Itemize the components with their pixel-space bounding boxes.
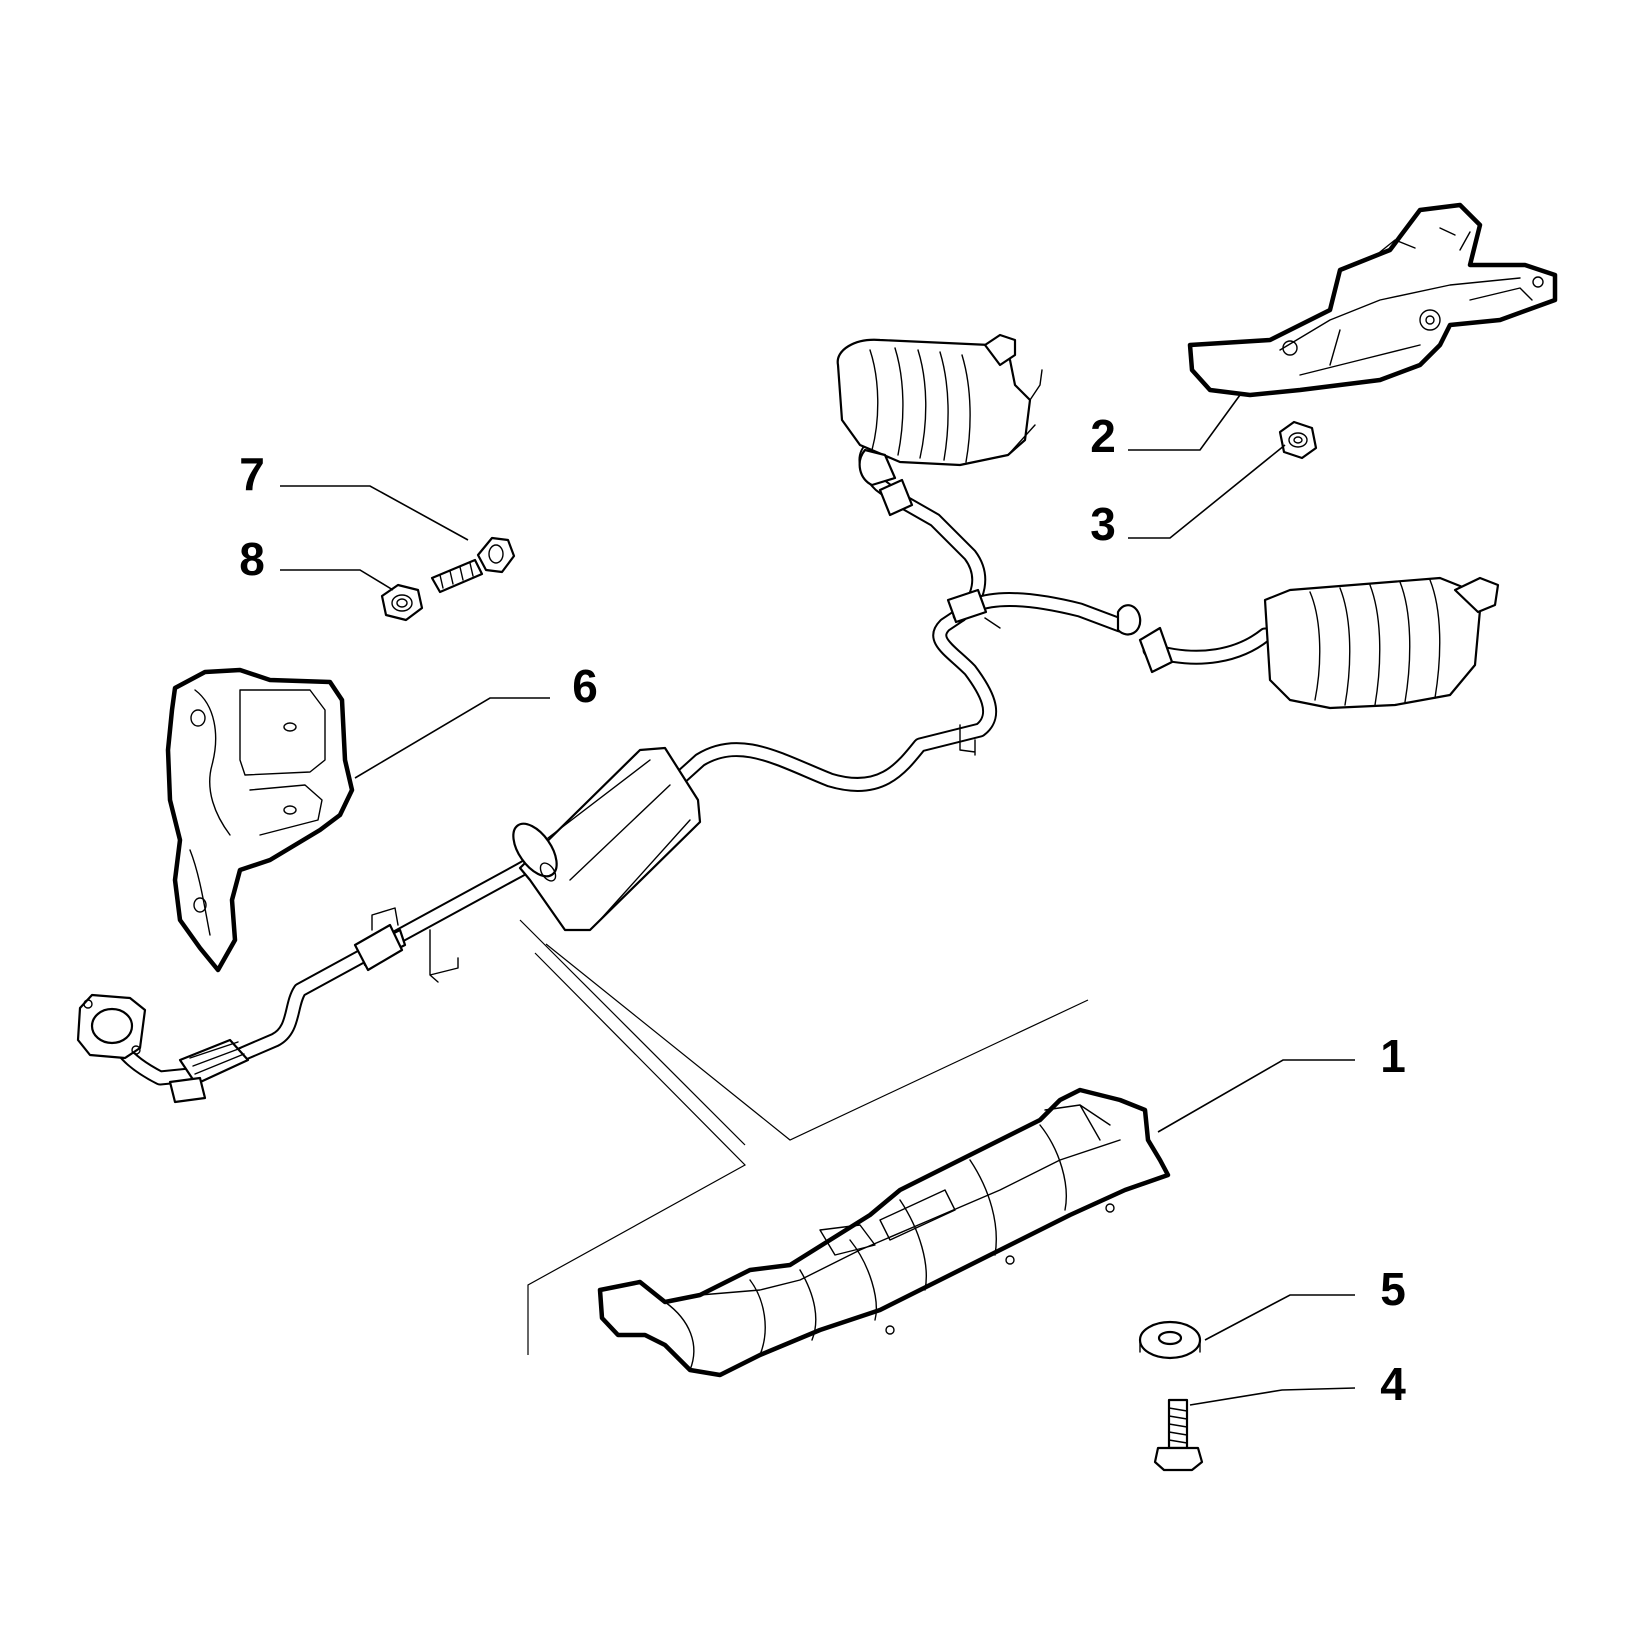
bolt-part-4 (1153, 1398, 1204, 1472)
rear-heat-shield (1187, 202, 1558, 398)
upper-rear-muffler (836, 333, 1043, 487)
callout-8: 8 (239, 533, 265, 585)
leader-lines (280, 394, 1356, 1406)
callout-6: 6 (572, 660, 598, 712)
front-heat-shield (165, 667, 355, 973)
nut-part-3 (1278, 420, 1318, 460)
reference-lines (519, 919, 1089, 1355)
washer-part-5 (1138, 1320, 1202, 1360)
nut-part-8 (380, 583, 424, 622)
callout-1: 1 (1380, 1030, 1406, 1082)
callout-4: 4 (1380, 1358, 1406, 1410)
center-muffler (512, 746, 702, 932)
exhaust-pipe-assembly (76, 333, 1500, 1104)
bolt-part-7 (430, 536, 516, 594)
callout-7: 7 (239, 448, 265, 500)
right-rear-muffler (1263, 576, 1500, 710)
callout-labels: 1 2 3 4 5 6 7 8 (239, 410, 1406, 1410)
callout-2: 2 (1090, 410, 1116, 462)
underbody-heat-shield (597, 1087, 1171, 1378)
callout-5: 5 (1380, 1263, 1406, 1315)
callout-3: 3 (1090, 498, 1116, 550)
